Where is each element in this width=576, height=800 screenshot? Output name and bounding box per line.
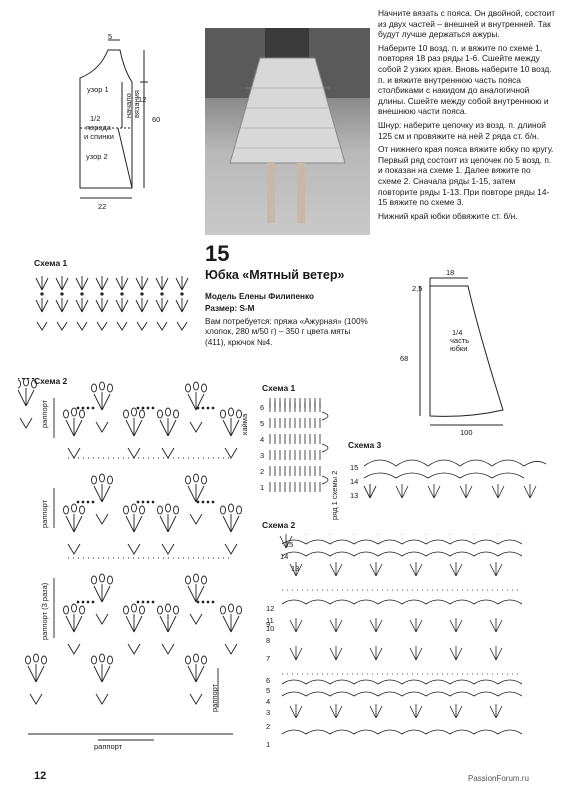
s3-row13: 13 <box>350 491 359 500</box>
s2-row14: 14 <box>280 552 289 561</box>
top-schematic <box>79 39 148 199</box>
rapport-bottom: раппорт <box>94 742 123 751</box>
dim-100: 100 <box>460 428 473 437</box>
schema1-top-label: Схема 1 <box>34 258 68 268</box>
rapport-1: раппорт <box>40 399 49 428</box>
watermark: PassionForum.ru <box>468 774 529 783</box>
instructions: Начните вязать с пояса. Он двойной, сост… <box>378 8 556 224</box>
schema2-right-diagram <box>279 534 523 735</box>
instr-3: Шнур: наберите цепочку из возд. п. длино… <box>378 119 546 141</box>
dim-22: 22 <box>98 202 107 211</box>
s1-row4: 4 <box>260 435 265 444</box>
row1-schema2-label: ряд 1 схемы 2 <box>330 470 339 520</box>
pattern-meta: Модель Елены Филипенко Размер: S-M Вам п… <box>205 292 373 350</box>
rapport-4: раппорт <box>210 683 219 712</box>
label-quarter: 1/4 <box>452 328 463 337</box>
s1-row3: 3 <box>260 451 265 460</box>
s2-row4: 4 <box>266 697 271 706</box>
s1-row2: 2 <box>260 467 265 476</box>
instr-2: Наберите 10 возд. п. и вяжите по схеме 1… <box>378 42 552 117</box>
page-number: 12 <box>34 770 47 782</box>
s2-row7: 7 <box>266 654 271 663</box>
instr-4: От нижнего края пояса вяжите юбку по кру… <box>378 144 554 208</box>
rapport-2: раппорт <box>40 499 49 528</box>
s1-row1: 1 <box>260 483 265 492</box>
dim-25: 2,5 <box>412 284 423 293</box>
label-skirt: юбки <box>450 344 468 353</box>
skirt-photo <box>205 28 370 235</box>
s2-row6: 6 <box>266 676 271 685</box>
s3-row15: 15 <box>350 463 359 472</box>
dim-12: 12 <box>138 95 147 104</box>
s1-row5: 5 <box>260 419 265 428</box>
s2-row9: 9 <box>266 620 271 629</box>
s2-row8: 8 <box>266 636 271 645</box>
s2-row13: 13 <box>291 564 300 573</box>
schema3-diagram <box>363 459 547 499</box>
s2-row15: 15 <box>285 540 294 549</box>
label-half: 1/2 <box>90 114 101 123</box>
schema2-left-diagram <box>18 378 242 741</box>
dim-68: 68 <box>400 354 409 363</box>
schema1-top-diagram <box>35 275 189 331</box>
pattern-size: Размер: S-M <box>205 304 255 314</box>
label-front: переда <box>86 123 111 132</box>
schema3-label: Схема 3 <box>348 440 382 450</box>
skirt-schematic <box>419 277 504 426</box>
schema1-mid-label: Схема 1 <box>262 383 296 393</box>
s2-row1: 1 <box>266 740 271 749</box>
s2-row5: 5 <box>266 686 271 695</box>
instr-5: Нижний край юбки обвяжите ст. б/н. <box>378 210 518 221</box>
label-uzor2: узор 2 <box>86 152 108 161</box>
pattern-number: 15 <box>205 241 230 266</box>
pattern-materials: Вам потребуется: пряжа «Ажурная» (100% х… <box>205 316 368 347</box>
schema2-left-label: Схема 2 <box>34 376 68 386</box>
s2-row3: 3 <box>266 708 271 717</box>
label-back: и спинки <box>84 132 114 141</box>
schema1-mid-diagram <box>269 398 329 493</box>
label-part: часть <box>450 336 470 345</box>
s1-row6: 6 <box>260 403 265 412</box>
s2-row10: 10 <box>266 624 275 633</box>
pattern-title: Юбка «Мятный ветер» <box>205 268 345 282</box>
s2-row11: 11 <box>266 616 274 625</box>
instr-1: Начните вязать с пояса. Он двойной, сост… <box>378 8 556 40</box>
s3-row14: 14 <box>350 477 359 486</box>
schema2-right-label: Схема 2 <box>262 520 296 530</box>
dim-60: 60 <box>152 115 161 124</box>
s2-row12: 12 <box>266 604 275 613</box>
label-uzor1: узор 1 <box>87 85 109 94</box>
dim-18: 18 <box>446 268 455 277</box>
s2-row2: 2 <box>266 722 271 731</box>
rapport-3x: раппорт (3 раза) <box>40 582 49 640</box>
pattern-model: Модель Елены Филипенко <box>205 292 314 301</box>
kaima-label: кайма <box>240 413 249 435</box>
dim-5: 5 <box>108 32 113 41</box>
model-figure <box>205 28 370 223</box>
